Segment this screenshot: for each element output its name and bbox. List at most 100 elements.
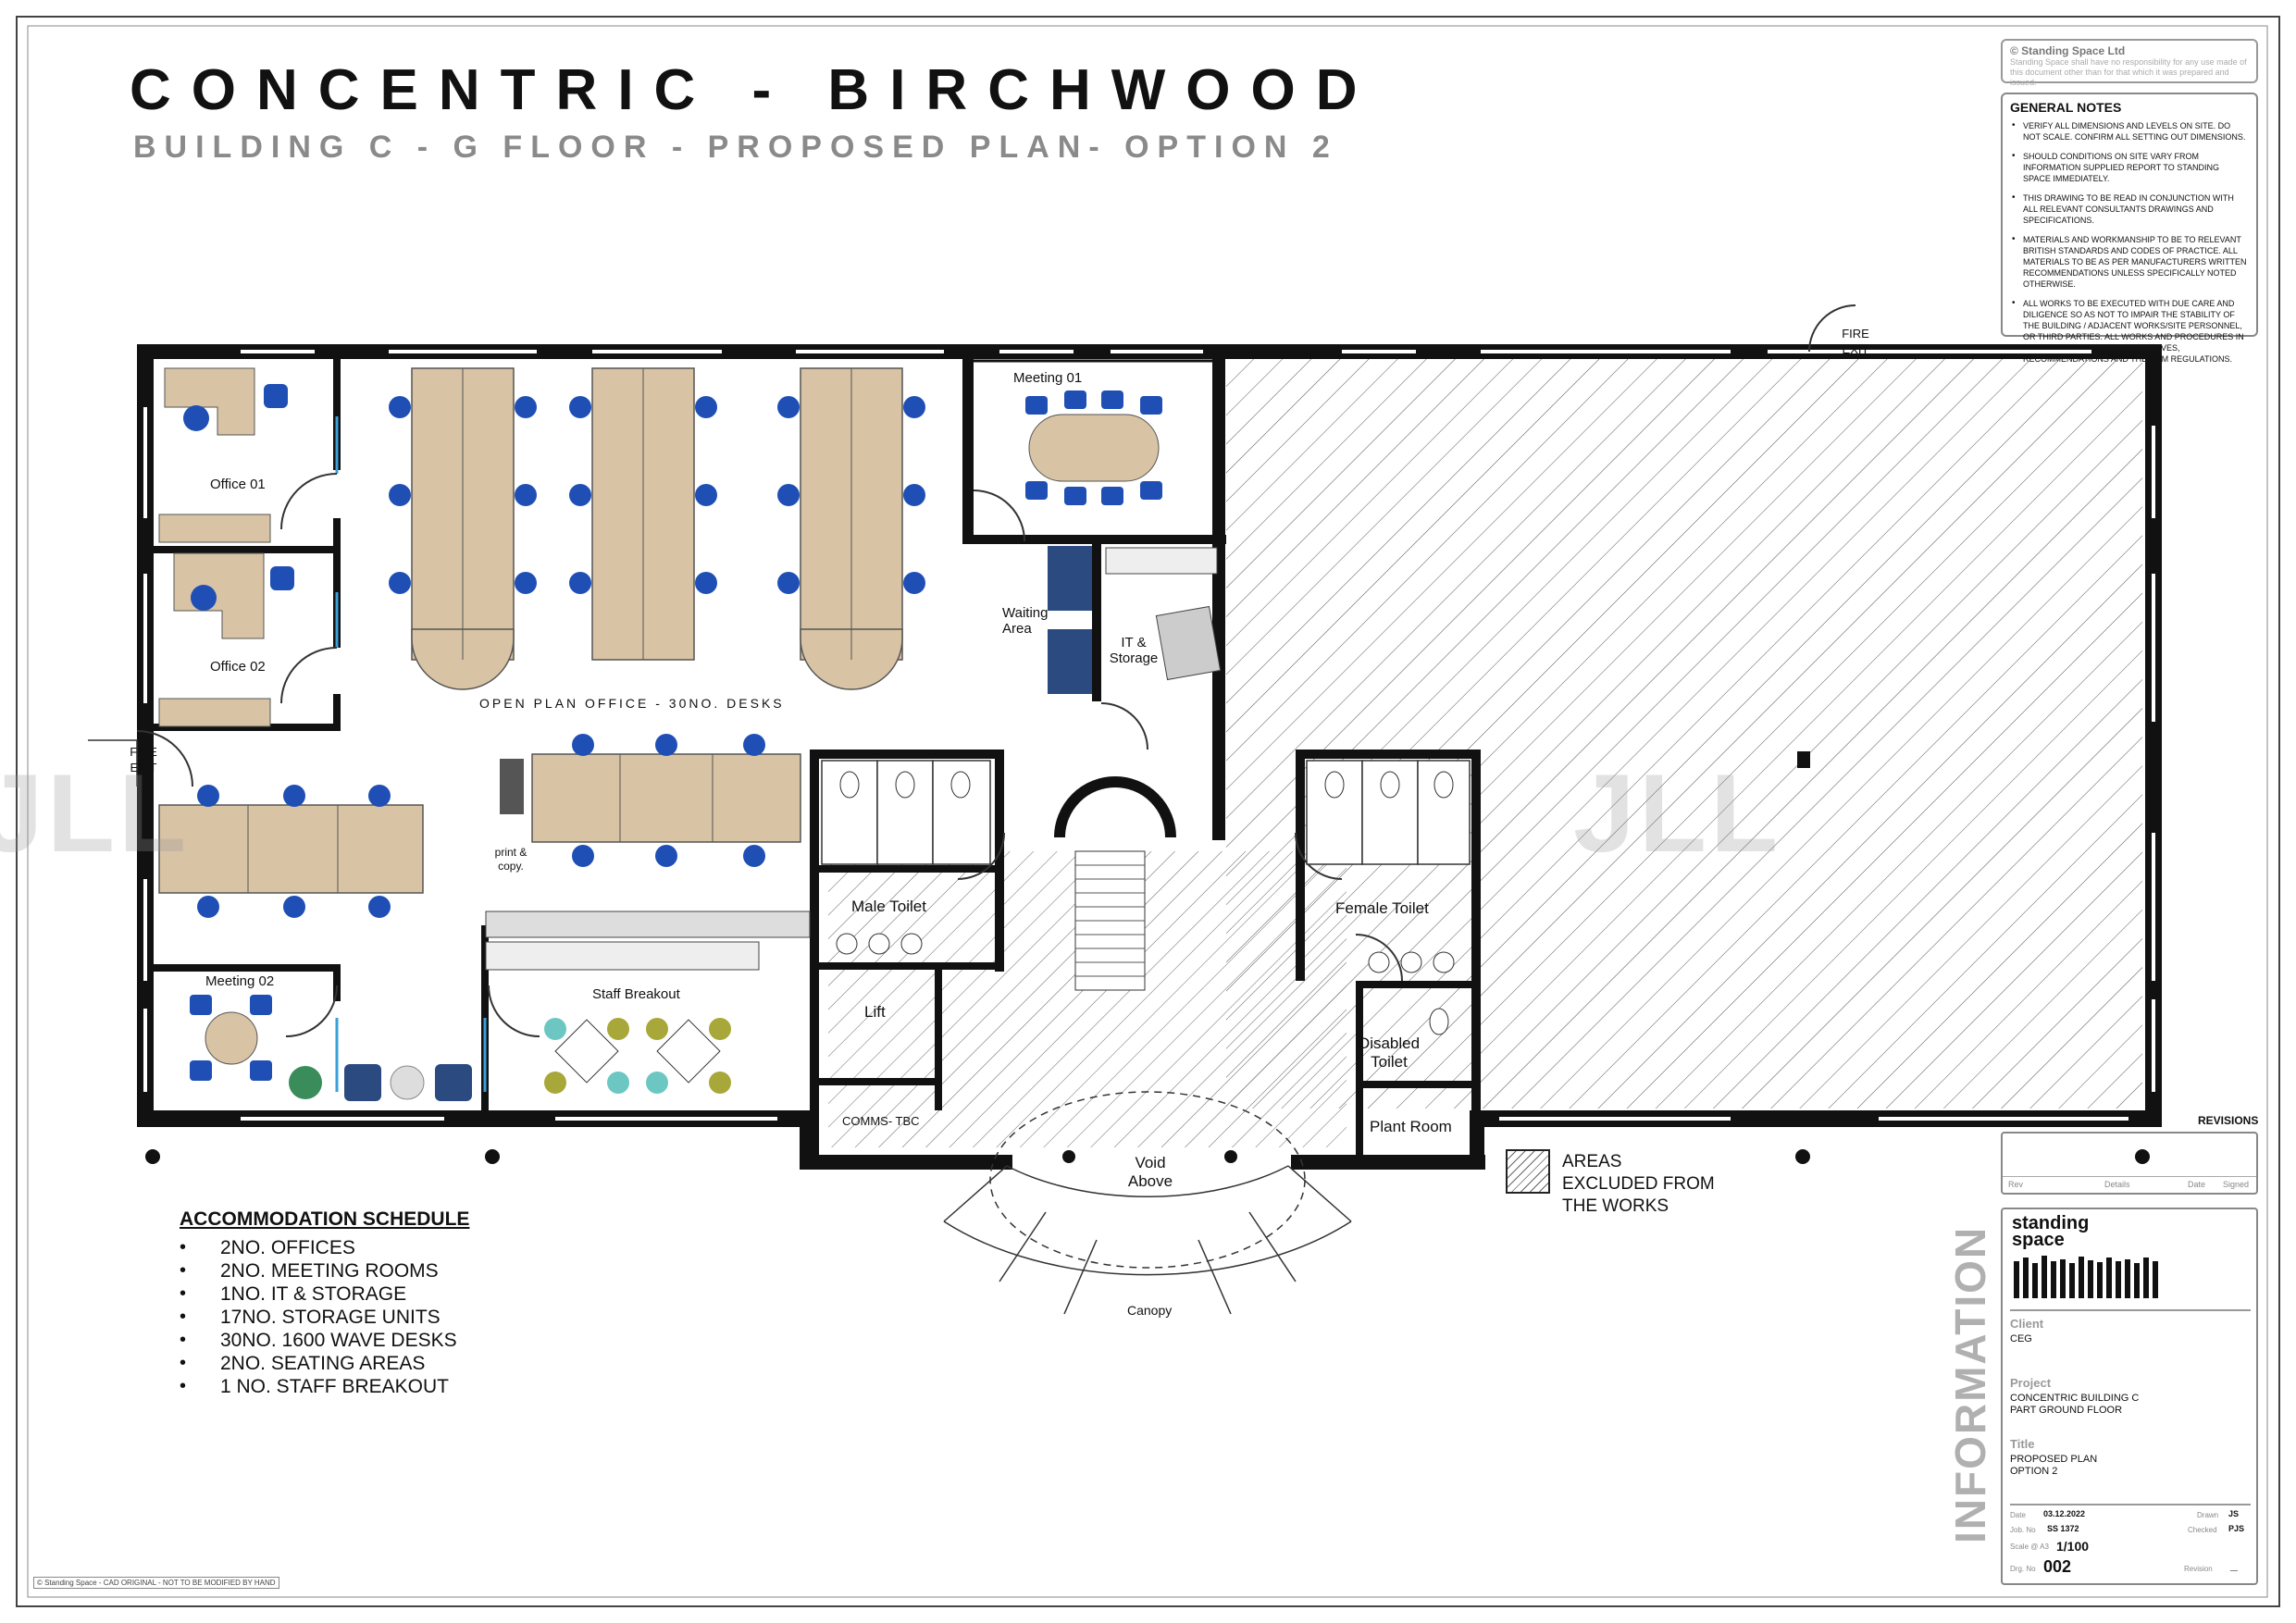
- desk-clusters: [158, 367, 903, 894]
- office-01-furniture: [158, 367, 288, 543]
- note-item: MATERIALS AND WORKMANSHIP TO BE TO RELEV…: [2012, 234, 2249, 290]
- checked-value: PJS: [2228, 1524, 2245, 1533]
- office-02-furniture: [158, 552, 294, 727]
- schedule-item: 2NO. MEETING ROOMS: [180, 1259, 469, 1282]
- server-rack: [1155, 605, 1222, 681]
- breakout-counter-upper: [485, 911, 811, 938]
- meeting-02-furniture: [190, 995, 472, 1101]
- waiting-sofa: [1048, 546, 1092, 611]
- revision-label: Revision: [2184, 1565, 2213, 1573]
- checked-label: Checked: [2188, 1526, 2217, 1534]
- revision-value: _: [2230, 1557, 2238, 1572]
- schedule-item: 2NO. SEATING AREAS: [180, 1352, 469, 1375]
- glass-partitions: [335, 416, 487, 1092]
- schedule-title: ACCOMMODATION SCHEDULE: [180, 1208, 470, 1230]
- revisions-col: Rev: [2008, 1180, 2024, 1189]
- external-walls: [137, 344, 2162, 1170]
- schedule-item: 2NO. OFFICES: [180, 1236, 469, 1259]
- title-label: Title: [2010, 1437, 2035, 1451]
- title-block: standing space Client CEG Project CONCEN…: [2001, 1208, 2258, 1585]
- external-columns: [145, 751, 2150, 1164]
- drg-label: Drg. No: [2010, 1565, 2036, 1573]
- scale-value: 1/100: [2056, 1539, 2090, 1554]
- revisions-col: Date: [2188, 1180, 2206, 1189]
- legend-swatch-excluded: [1506, 1149, 1550, 1194]
- room-label-male-toilet: Male Toilet: [851, 898, 926, 915]
- revisions-col: Details: [2104, 1180, 2130, 1189]
- fire-exit-label-left: FIRE EXIT: [130, 745, 157, 774]
- drg-value: 002: [2043, 1557, 2072, 1576]
- watermark: JLL: [1573, 751, 1782, 875]
- room-label-meeting-02: Meeting 02: [205, 973, 275, 989]
- cad-footer: © Standing Space - CAD ORIGINAL - NOT TO…: [33, 1577, 279, 1589]
- schedule-item: 30NO. 1600 WAVE DESKS: [180, 1329, 469, 1352]
- meeting-01-room: [965, 359, 1221, 540]
- copyright-box: © Standing Space Ltd Standing Space shal…: [2001, 39, 2258, 87]
- date-value: 03.12.2022: [2043, 1509, 2086, 1518]
- legend-text: AREAS EXCLUDED FROM THE WORKS: [1562, 1152, 1715, 1216]
- stair-treads: [1074, 850, 1146, 991]
- room-label-lift: Lift: [864, 1003, 886, 1021]
- copyright-text: Standing Space shall have no responsibil…: [2010, 57, 2247, 87]
- excluded-area-east: [1226, 359, 2142, 1109]
- revisions-title: REVISIONS: [2198, 1114, 2259, 1127]
- wc-pans: [836, 771, 1455, 1035]
- stair-arch: [1054, 776, 1176, 838]
- note-item: SHOULD CONDITIONS ON SITE VARY FROM INFO…: [2012, 151, 2249, 184]
- drawing-title: CONCENTRIC - BIRCHWOOD: [130, 58, 1378, 122]
- waiting-sofa: [1048, 629, 1092, 694]
- revisions-table: Rev Details Date Signed: [2001, 1132, 2258, 1195]
- accommodation-schedule: ACCOMMODATION SCHEDULE 2NO. OFFICES 2NO.…: [180, 1208, 469, 1398]
- room-label-comms: COMMS- TBC: [842, 1114, 920, 1128]
- room-label-meeting-01: Meeting 01: [1013, 370, 1083, 386]
- room-label-office-02: Office 02: [210, 659, 266, 675]
- watermark: JLL: [0, 751, 191, 875]
- company-logo-figures: [2014, 1256, 2158, 1298]
- schedule-item: 1NO. IT & STORAGE: [180, 1282, 469, 1306]
- project-value: CONCENTRIC BUILDING C PART GROUND FLOOR: [2010, 1393, 2140, 1416]
- job-value: SS 1372: [2047, 1524, 2079, 1533]
- drawn-label: Drawn: [2197, 1511, 2219, 1519]
- client-label: Client: [2010, 1317, 2044, 1331]
- fire-exit-label-top: FIRE EXIT: [1842, 327, 1869, 356]
- schedule-item: 17NO. STORAGE UNITS: [180, 1306, 469, 1329]
- room-label-waiting: Waiting Area: [1002, 605, 1049, 637]
- copyright-title: © Standing Space Ltd: [2010, 44, 2126, 57]
- open-plan-chairs: [197, 396, 925, 918]
- scale-label: Scale @ A3: [2010, 1542, 2049, 1551]
- room-label-print: print & copy.: [494, 846, 527, 873]
- title-value: PROPOSED PLAN OPTION 2: [2010, 1454, 2098, 1477]
- room-label-canopy: Canopy: [1127, 1303, 1173, 1318]
- door-swings: [136, 304, 1856, 1037]
- room-label-it-storage: IT & Storage: [1109, 635, 1159, 666]
- status-vertical-text: INFORMATION: [1946, 1225, 1994, 1543]
- note-item: VERIFY ALL DIMENSIONS AND LEVELS ON SITE…: [2012, 120, 2249, 142]
- room-label-void: Void Above: [1127, 1154, 1173, 1190]
- client-value: CEG: [2010, 1333, 2032, 1344]
- fire-exit-door-left: [88, 739, 138, 787]
- entrance-canopy: [943, 1091, 1352, 1315]
- storage-units: [1105, 547, 1218, 575]
- canopy-columns: [1062, 1150, 1237, 1163]
- job-label: Job. No: [2010, 1526, 2036, 1534]
- printer: [500, 759, 524, 814]
- room-label-staff-breakout: Staff Breakout: [592, 986, 680, 1002]
- drawn-value: JS: [2228, 1509, 2240, 1518]
- room-label-open-plan: OPEN PLAN OFFICE - 30NO. DESKS: [479, 696, 785, 711]
- schedule-item: 1 NO. STAFF BREAKOUT: [180, 1375, 469, 1398]
- room-label-office-01: Office 01: [210, 477, 266, 492]
- company-logo-text: standing space: [2012, 1213, 2090, 1250]
- room-label-plant-room: Plant Room: [1370, 1118, 1452, 1135]
- revisions-col: Signed: [2223, 1180, 2250, 1189]
- note-item: THIS DRAWING TO BE READ IN CONJUNCTION W…: [2012, 192, 2249, 226]
- project-label: Project: [2010, 1376, 2052, 1390]
- general-notes-title: GENERAL NOTES: [2010, 100, 2122, 115]
- toilet-cubicles: [821, 760, 1471, 865]
- drawing-subtitle: BUILDING C - G FLOOR - PROPOSED PLAN- OP…: [133, 130, 1338, 165]
- room-label-disabled-toilet: Disabled Toilet: [1358, 1035, 1421, 1071]
- breakout-counter-lower: [485, 941, 760, 971]
- meeting-01-table: [1028, 414, 1160, 482]
